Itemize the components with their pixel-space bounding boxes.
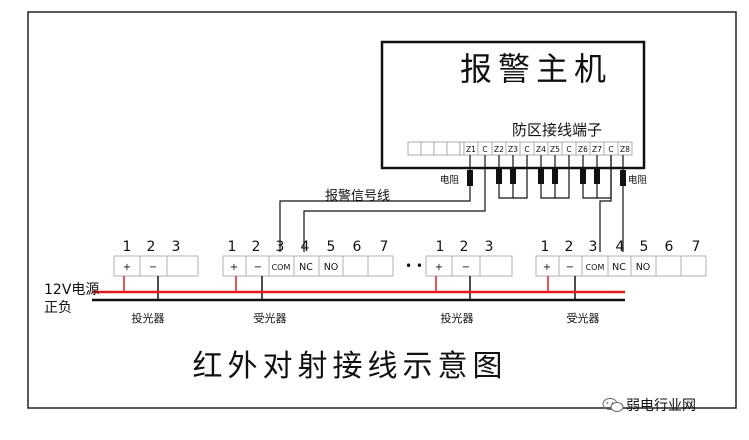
- host-terminal-z1: Z1: [466, 145, 476, 154]
- emitter-2-label-2: −: [462, 262, 470, 273]
- emitter-1-num-1: 1: [123, 239, 132, 255]
- signal-wires-left: 报警信号线: [279, 155, 486, 252]
- host-terminal-z3: Z3: [508, 145, 518, 154]
- receiver-2-label-4: NC: [612, 262, 626, 273]
- receiver-2-num-5: 5: [640, 239, 649, 255]
- receiver-1-num-6: 6: [353, 239, 362, 255]
- emitter-2-label-1: +: [435, 262, 443, 273]
- receiver-2-num-3: 3: [589, 239, 598, 255]
- receiver-1-num-1: 1: [228, 239, 237, 255]
- emitter-1-num-3: 3: [172, 239, 181, 255]
- receiver-2-num-6: 6: [665, 239, 674, 255]
- ellipsis: • •: [405, 259, 423, 273]
- host-terminal-z5: Z5: [550, 145, 560, 154]
- receiver-2-num-4: 4: [616, 239, 625, 255]
- receiver-2: 1 2 3 4 5 6 7 + − COM NC NO 受光器: [535, 239, 707, 325]
- host-terminal-c2: C: [524, 145, 529, 154]
- alarm-host-title: 报警主机: [460, 50, 612, 88]
- receiver-1-label-1: +: [230, 262, 238, 273]
- receiver-2-caption: 受光器: [567, 311, 600, 325]
- receiver-1-num-5: 5: [327, 239, 336, 255]
- emitter-1: 1 2 3 + − 投光器: [113, 239, 199, 325]
- resistor-z2: [496, 168, 502, 184]
- receiver-2-label-3: COM: [586, 263, 605, 272]
- zone-terminal-label: 防区接线端子: [512, 121, 602, 139]
- alarm-host: 报警主机 防区接线端子 Z1 C Z2 Z3: [380, 40, 646, 170]
- receiver-2-label-1: +: [543, 262, 551, 273]
- power-label-line2: 正负: [44, 300, 72, 316]
- diagram-title: 红外对射接线示意图: [193, 349, 508, 384]
- emitter-2-caption: 投光器: [441, 311, 474, 325]
- emitter-1-label-1: +: [123, 262, 131, 273]
- resistor-z5: [552, 168, 558, 184]
- host-terminal-z6: Z6: [578, 145, 588, 154]
- resistor-z8: [620, 170, 626, 186]
- resistor-label-left: 电阻: [440, 174, 460, 186]
- receiver-1-num-4: 4: [301, 239, 310, 255]
- receiver-1-label-4: NC: [299, 262, 313, 273]
- resistor-z6: [580, 168, 586, 184]
- power-label-line1: 12V电源: [44, 282, 99, 298]
- signal-line-label: 报警信号线: [325, 188, 390, 204]
- emitter-1-label-2: −: [149, 262, 157, 273]
- emitter-1-num-2: 2: [147, 239, 156, 255]
- receiver-2-num-7: 7: [692, 239, 701, 255]
- host-terminal-z2: Z2: [494, 145, 504, 154]
- power-bus: 12V电源 正负: [44, 282, 625, 316]
- emitter-1-caption: 投光器: [132, 311, 165, 325]
- receiver-2-num-1: 1: [541, 239, 550, 255]
- receiver-1-num-7: 7: [380, 239, 389, 255]
- emitter-2-num-3: 3: [485, 239, 494, 255]
- receiver-1-label-2: −: [254, 262, 262, 273]
- host-terminal-strip: Z1 C Z2 Z3 C Z4 Z5 C Z6 Z7 C Z8: [463, 141, 633, 156]
- host-terminal-z7: Z7: [592, 145, 602, 154]
- host-terminal-c1: C: [482, 145, 487, 154]
- receiver-1-label-5: NO: [324, 262, 339, 273]
- receiver-1: 1 2 3 4 5 6 7 + − COM NC NO 受光器: [222, 239, 394, 325]
- host-terminal-z4: Z4: [536, 145, 546, 154]
- signal-wires-right: [599, 155, 624, 252]
- outer-frame: [27, 11, 737, 409]
- emitter-2-num-2: 2: [460, 239, 469, 255]
- emitter-2: 1 2 3 + − 投光器: [425, 239, 513, 325]
- resistor-z3: [510, 168, 516, 184]
- watermark: 弱电行业网: [602, 398, 696, 414]
- watermark-text: 弱电行业网: [626, 398, 696, 414]
- resistor-label-right: 电阻: [628, 174, 648, 186]
- receiver-2-label-2: −: [566, 262, 574, 273]
- wechat-icon: [602, 398, 624, 412]
- resistor-z7: [594, 168, 600, 184]
- receiver-2-num-2: 2: [565, 239, 574, 255]
- receiver-2-label-5: NO: [636, 262, 651, 273]
- host-blank-cells: [407, 141, 465, 156]
- host-terminal-c4: C: [608, 145, 613, 154]
- host-terminal-c3: C: [566, 145, 571, 154]
- receiver-1-num-3: 3: [276, 239, 285, 255]
- resistor-z4: [538, 168, 544, 184]
- receiver-1-num-2: 2: [252, 239, 261, 255]
- receiver-1-caption: 受光器: [254, 311, 287, 325]
- resistors: 电阻 电阻: [440, 155, 648, 199]
- resistor-z1: [467, 170, 473, 186]
- receiver-1-label-3: COM: [272, 263, 291, 272]
- host-terminal-z8: Z8: [620, 145, 630, 154]
- emitter-2-num-1: 1: [436, 239, 445, 255]
